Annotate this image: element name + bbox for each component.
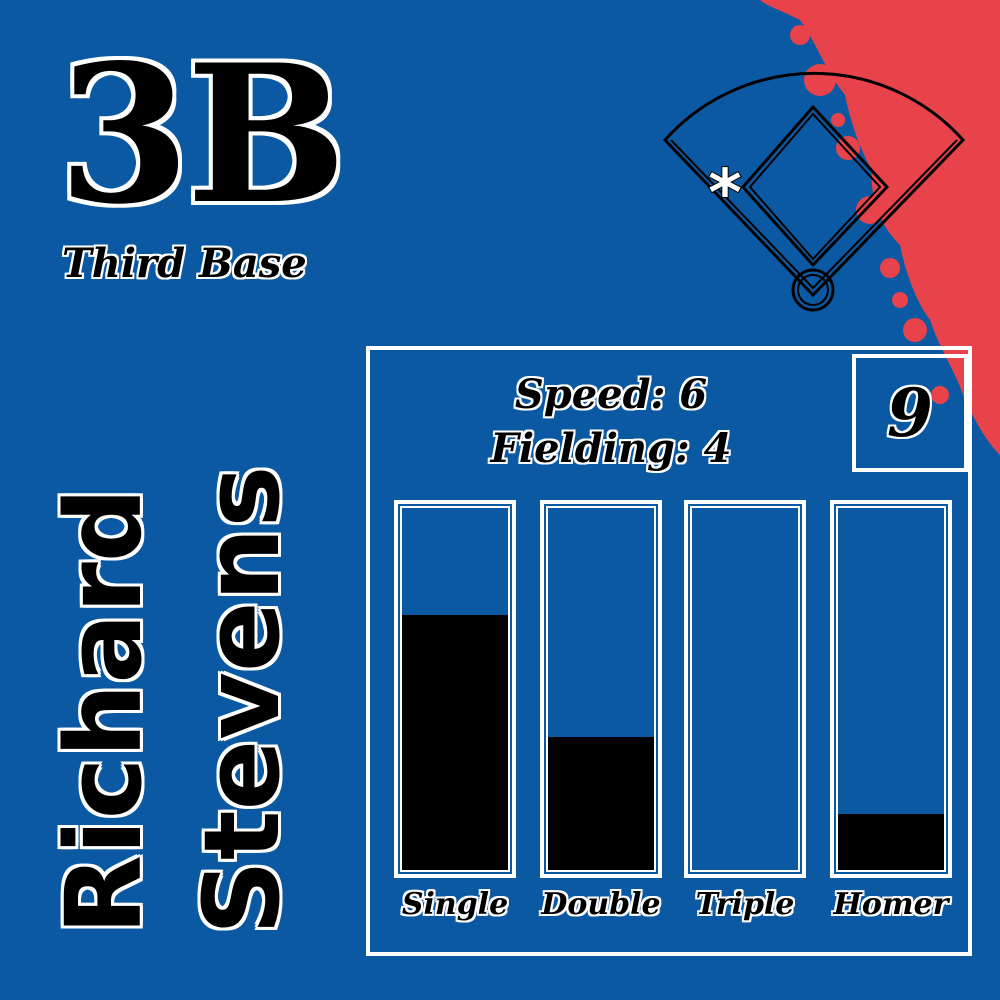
player-last-name: Stevens [181, 465, 303, 935]
bar-track-triple [684, 500, 806, 878]
bar-label-triple: Triple [695, 887, 795, 922]
bar-label-homer: Homer [833, 887, 949, 922]
jersey-number: 9 [887, 374, 933, 452]
jersey-number-box: 9 [852, 354, 968, 472]
speed-stat: Speed: 6 [514, 371, 708, 418]
bar-single [402, 615, 508, 870]
stats-card: Speed: 6 Fielding: 4 9 Single Double Tripl… [366, 346, 972, 956]
bar-track-homer [830, 500, 952, 878]
position-name: Third Base [62, 240, 307, 287]
stat-lines: Speed: 6 Fielding: 4 [376, 368, 846, 476]
bar-label-single: Single [401, 887, 509, 922]
bar-track-double [540, 500, 662, 878]
bar-track-single [394, 500, 516, 878]
bar-homer [838, 814, 944, 870]
third-base-marker: * [708, 157, 741, 231]
position-code: 3B [56, 23, 349, 246]
fielding-stat: Fielding: 4 [490, 425, 732, 472]
hit-chart [370, 500, 968, 880]
player-first-name: Richard [43, 487, 165, 935]
bar-double [548, 737, 654, 870]
baseball-field-icon: * [662, 71, 966, 312]
bar-label-double: Double [541, 887, 661, 922]
